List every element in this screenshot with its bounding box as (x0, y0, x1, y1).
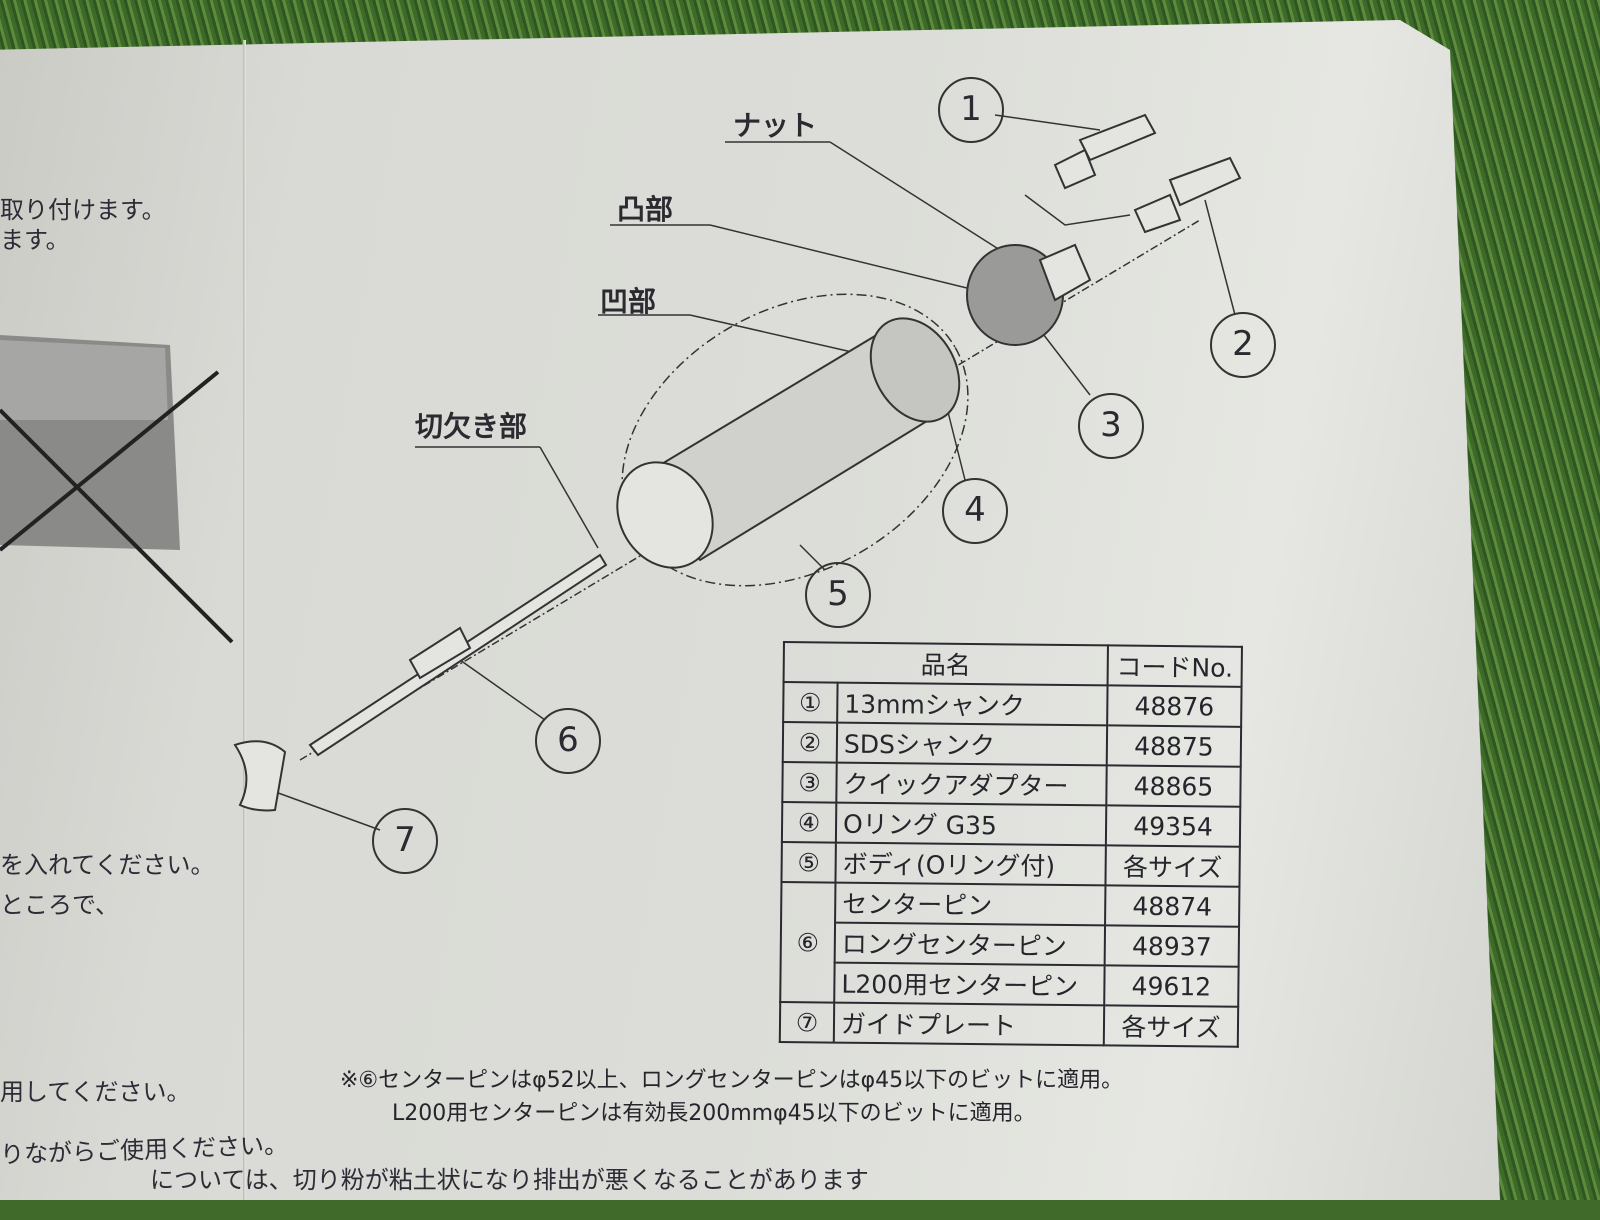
part-code: 49612 (1104, 965, 1239, 1007)
instruction-sheet (0, 20, 1500, 1200)
part-name: ボディ(Oリング付) (835, 842, 1106, 886)
part-code: 48874 (1105, 885, 1240, 927)
row-number: ⑤ (781, 841, 836, 883)
left-text-line: ます。 (0, 226, 70, 254)
part-code: 49354 (1105, 805, 1241, 847)
header-name: 品名 (783, 642, 1108, 686)
footnote-line: L200用センターピンは有効長200mmφ45以下のビットに適用。 (392, 1101, 1036, 1126)
footnote-line: ※⑥センターピンはφ52以上、ロングセンターピンはφ45以下のビットに適用。 (340, 1068, 1124, 1093)
callout-4: 4 (942, 478, 1008, 544)
callout-6: 6 (535, 708, 601, 774)
row-number: ⑥ (780, 881, 836, 1003)
header-code: コードNo. (1107, 645, 1242, 687)
part-name: L200用センターピン (834, 962, 1105, 1006)
part-code: 48865 (1106, 765, 1241, 807)
part-code: 各サイズ (1105, 845, 1240, 887)
row-number: ⑦ (779, 1001, 835, 1043)
callout-3: 3 (1078, 393, 1144, 459)
left-text-line: については、切り粉が粘土状になり排出が悪くなることがあります (150, 1166, 869, 1194)
part-code: 48937 (1104, 925, 1240, 967)
left-text-line: 取り付けます。 (0, 196, 166, 224)
callout-7: 7 (372, 808, 438, 874)
part-name: SDSシャンク (836, 722, 1108, 766)
left-text-line: ところで、 (0, 891, 120, 919)
label-nut: ナット (733, 109, 818, 142)
part-name: ロングセンターピン (834, 922, 1106, 966)
part-name: 13mmシャンク (837, 682, 1108, 726)
paper-fold (243, 40, 246, 1200)
part-code: 48876 (1107, 685, 1242, 727)
part-code: 各サイズ (1103, 1005, 1239, 1047)
row-number: ③ (782, 762, 837, 803)
label-convex: 凸部 (617, 193, 674, 226)
row-number: ④ (781, 802, 837, 843)
row-number: ② (782, 722, 838, 763)
part-name: センターピン (835, 882, 1106, 926)
left-text-line: を入れてください。 (0, 851, 215, 879)
part-name: クイックアダプター (836, 762, 1107, 806)
label-notch: 切欠き部 (415, 410, 528, 443)
callout-2: 2 (1210, 312, 1276, 378)
part-name: Oリング G35 (835, 802, 1107, 846)
knurled-photo (0, 335, 234, 644)
row-number: ① (783, 682, 838, 723)
part-code: 48875 (1106, 725, 1242, 767)
label-concave: 凹部 (600, 285, 657, 318)
callout-5: 5 (805, 562, 871, 628)
table-header: 品名 コードNo. (783, 642, 1242, 687)
part-name: ガイドプレート (833, 1002, 1105, 1046)
callout-1: 1 (938, 77, 1004, 143)
left-text-line: 用してください。 (0, 1078, 191, 1106)
